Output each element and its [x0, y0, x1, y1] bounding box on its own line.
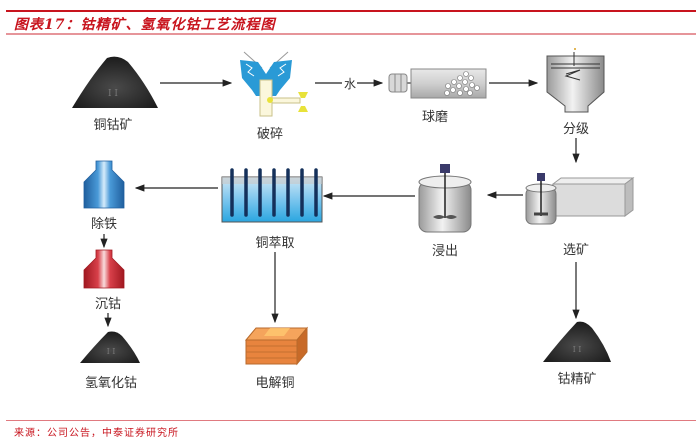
- node-label-ball-mill: 球磨: [421, 110, 449, 125]
- node-label-iron-removal: 除铁: [90, 217, 118, 232]
- title-top-rule: [6, 10, 696, 12]
- concentrate-pile-icon: I I: [543, 321, 611, 362]
- node-label-crushing: 破碎: [256, 127, 284, 142]
- classifier-hopper-icon: [546, 48, 605, 113]
- node-label-leaching: 浸出: [431, 244, 459, 259]
- flotation-cell-icon: [525, 173, 635, 225]
- svg-text:I I: I I: [108, 89, 118, 99]
- node-label-cobalt-precipitation: 沉钴: [94, 297, 122, 312]
- node-label-electrolytic-copper: 电解铜: [255, 376, 295, 391]
- iron-removal-vessel-icon: [83, 160, 125, 209]
- cone-crusher-icon: [240, 51, 308, 117]
- leaching-tank-icon: [418, 164, 472, 233]
- svg-text:I I: I I: [107, 347, 116, 356]
- node-label-copper-cobalt-ore: 铜钴矿: [93, 118, 133, 133]
- copper-plates-icon: [244, 326, 309, 366]
- cobalt-hydroxide-pile-icon: I I: [80, 331, 140, 363]
- source-note: 来源：公司公告，中泰证券研究所: [14, 428, 179, 439]
- node-label-cobalt-hydroxide: 氢氧化钴: [84, 376, 138, 391]
- precipitation-vessel-icon: [83, 249, 125, 289]
- node-label-classification: 分级: [562, 122, 590, 137]
- node-label-copper-extraction: 铜萃取: [255, 236, 295, 251]
- ball-mill-icon: [388, 68, 487, 99]
- ore-pile-icon: I I: [72, 56, 158, 108]
- node-label-cobalt-concentrate: 钴精矿: [557, 372, 597, 387]
- node-label-beneficiation: 选矿: [562, 243, 590, 258]
- title-bottom-rule: [6, 33, 696, 35]
- source-rule: [6, 420, 696, 421]
- extraction-tank-icon: [221, 168, 323, 223]
- figure-title: 图表17：钴精矿、氢氧化钴工艺流程图: [14, 17, 276, 33]
- svg-text:I I: I I: [573, 345, 582, 354]
- node-label-water: 水: [343, 77, 357, 91]
